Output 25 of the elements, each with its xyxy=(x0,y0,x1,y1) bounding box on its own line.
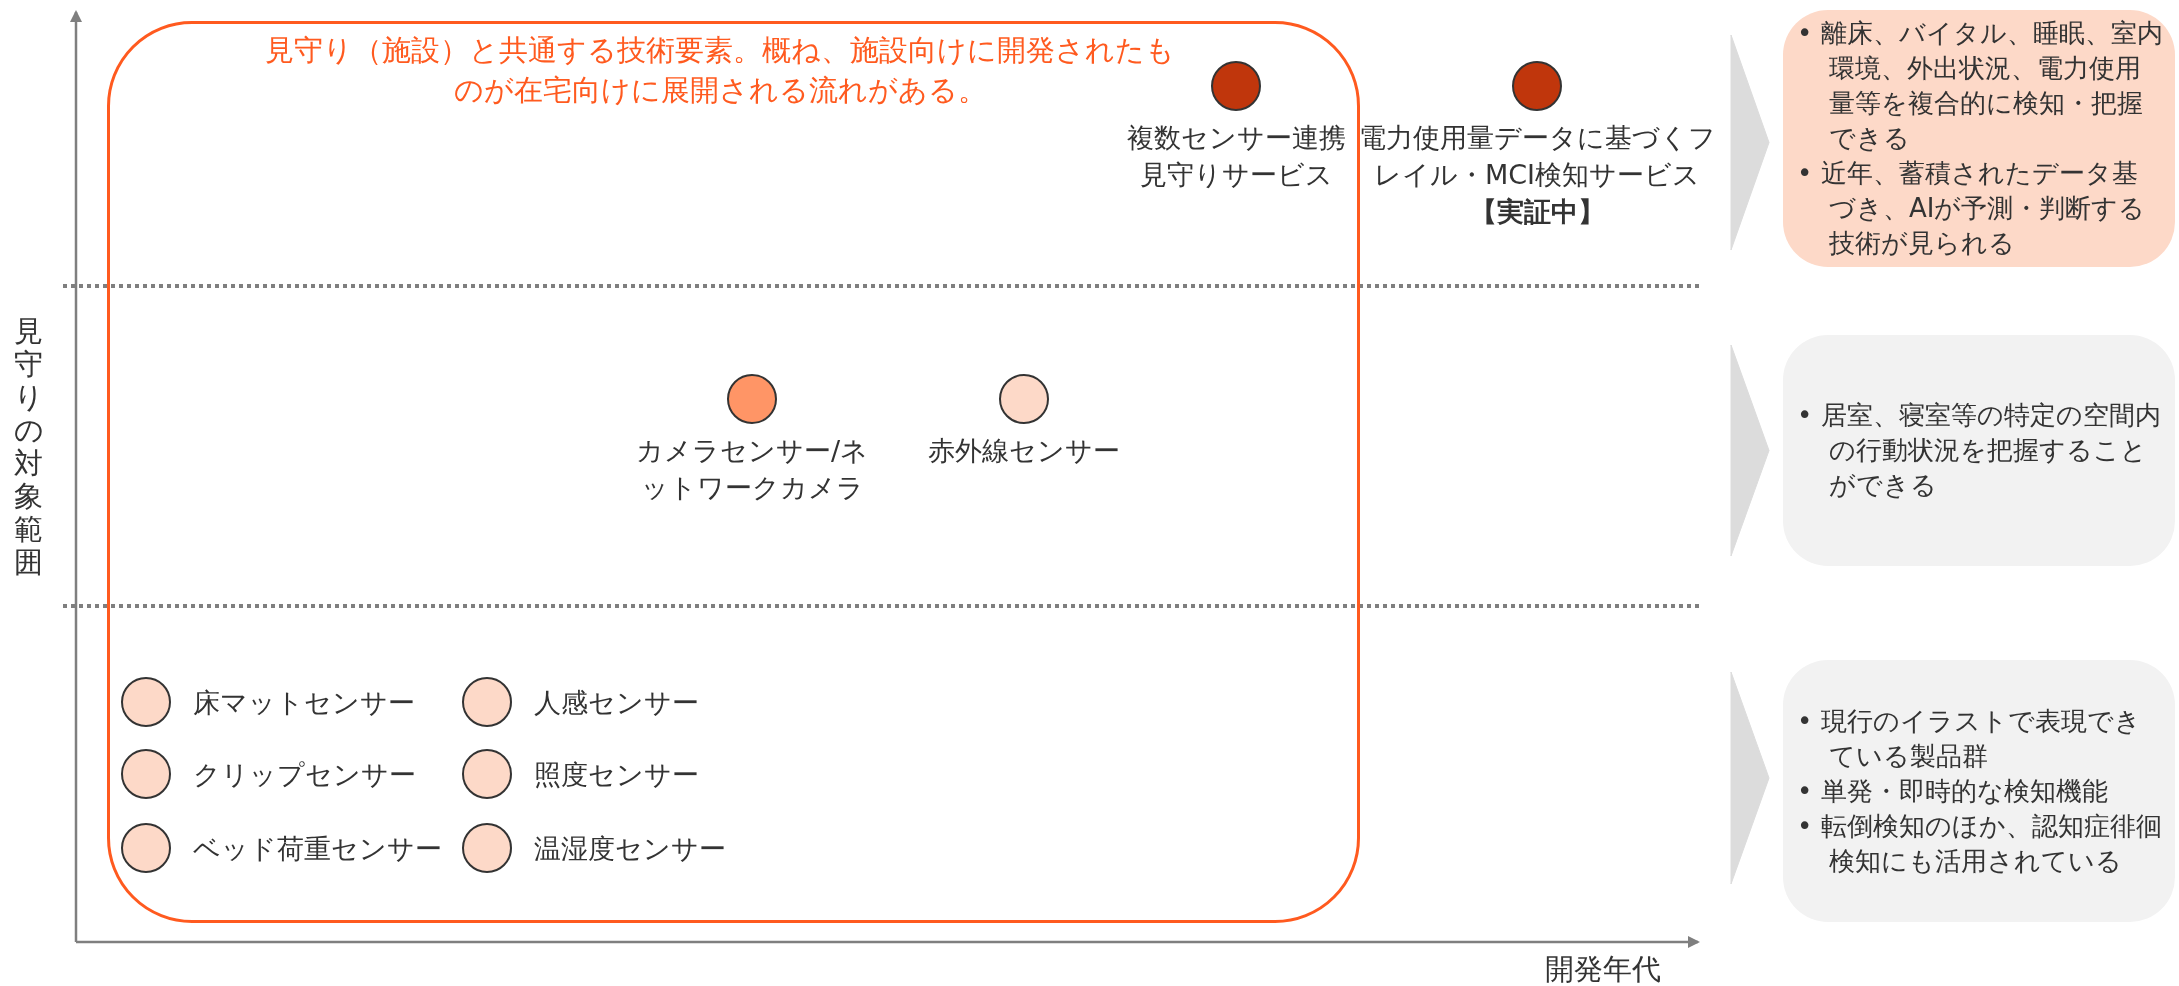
bullet-text: • 現行のイラストで表現できている製品群 xyxy=(1797,704,2142,773)
item-label: 照度センサー xyxy=(534,757,699,792)
bullet-text: • 単発・即時的な検知機能 xyxy=(1797,774,2109,808)
item-label: 床マットセンサー xyxy=(193,685,415,720)
bullet-text: • 転倒検知のほか、認知症徘徊検知にも活用されている xyxy=(1797,809,2163,878)
chevron-arrow xyxy=(1730,671,1770,885)
item-label: カメラセンサー/ネットワークカメラ xyxy=(634,434,870,505)
frame-heading: 見守り（施設）と共通する技術要素。概ね、施設向けに開発されたものが在宅向けに展開される流れがある。 xyxy=(264,32,1176,109)
note-box xyxy=(1783,10,2175,267)
chevron-arrow xyxy=(1730,34,1770,251)
bullet-text: • 近年、蓄積されたデータ基づき、AIが予測・判断する技術が見られる xyxy=(1797,157,2147,260)
item-label: 人感センサー xyxy=(534,685,699,720)
item-label: 赤外線センサー xyxy=(927,434,1121,468)
bullet-text: • 居室、寝室等の特定の空間内の行動状況を把握することができる xyxy=(1797,399,2162,502)
chevron-arrow xyxy=(1730,344,1770,557)
axis-label: 見守りの対象範囲 xyxy=(14,315,44,579)
bullet-text: • 離床、バイタル、睡眠、室内環境、外出状況、電力使用量等を複合的に検知・把握できる xyxy=(1797,17,2163,155)
status-label: 【実証中】 xyxy=(1468,195,1606,229)
item-label: クリップセンサー xyxy=(193,757,416,792)
item-label: ベッド荷重センサー xyxy=(193,831,442,866)
item-label: 電力使用量データに基づくフレイル・MCI検知サービス xyxy=(1357,121,1717,192)
axis-label: 開発年代 xyxy=(1545,952,1661,986)
item-label: 温湿度センサー xyxy=(534,831,726,866)
item-label: 複数センサー連携見守りサービス xyxy=(1125,121,1347,192)
rounded-frame xyxy=(107,21,1360,923)
